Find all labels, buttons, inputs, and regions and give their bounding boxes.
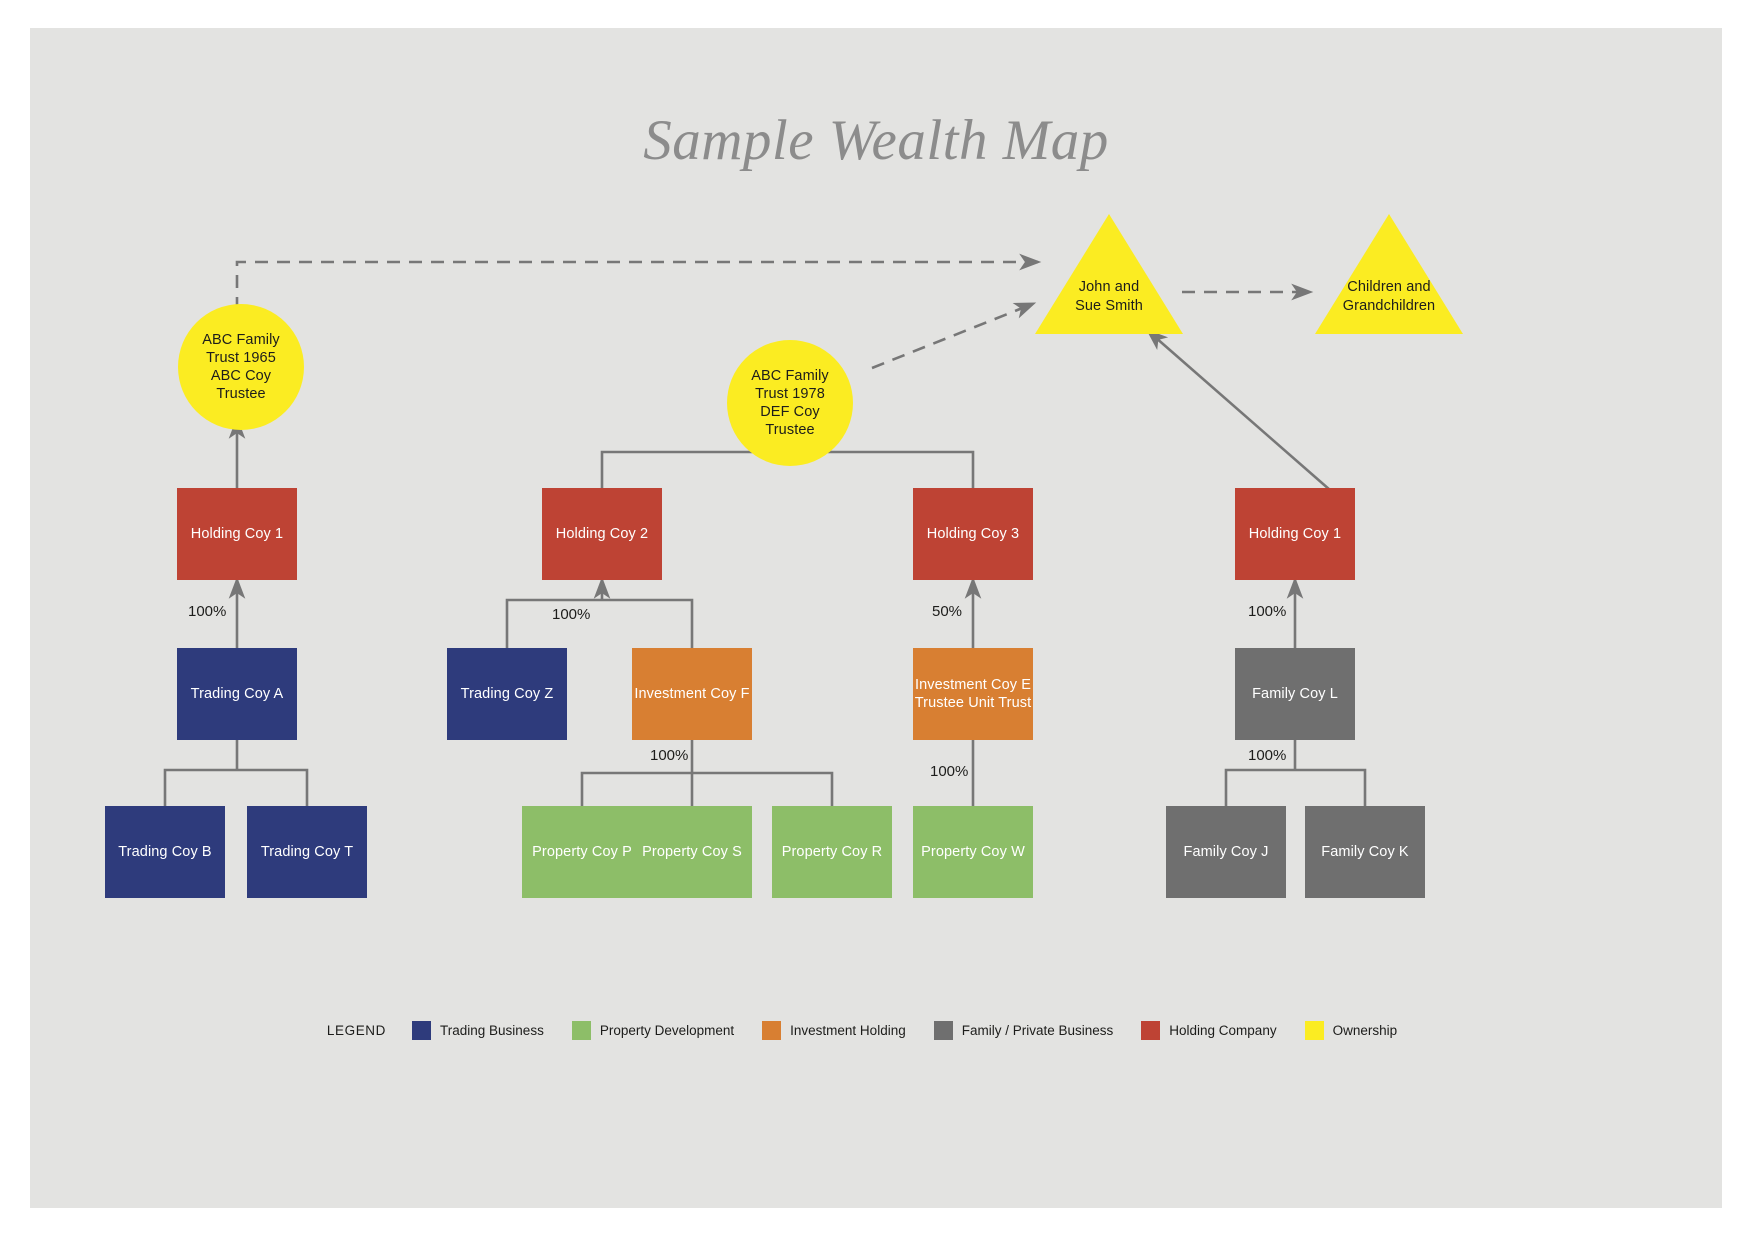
diagram-canvas: Sample Wealth Map	[30, 28, 1722, 1208]
investment-e-line-1: Investment Coy E	[914, 676, 1032, 693]
node-abc-family-trust-1965[interactable]: ABC Family Trust 1965 ABC Coy Trustee	[178, 304, 304, 430]
legend-swatch-trading-business	[412, 1021, 432, 1040]
node-trading-coy-z[interactable]: Trading Coy Z	[447, 648, 567, 740]
trust-1978-line-3: DEF Coy	[760, 404, 820, 420]
trust-1965-line-3: ABC Coy	[210, 368, 272, 384]
children-line-1: Children and	[1347, 279, 1431, 296]
legend-title: LEGEND	[326, 1023, 387, 1038]
legend-item-investment-holding: Investment Holding	[762, 1021, 906, 1040]
pct-family-jk-to-family-l: 100%	[1248, 747, 1287, 764]
node-property-coy-r[interactable]: Property Coy R	[772, 806, 892, 898]
legend-label-trading-business: Trading Business	[440, 1023, 544, 1038]
children-label: Children and Grandchildren	[1315, 232, 1463, 316]
trust-1965-line-4: Trustee	[216, 386, 266, 403]
john-sue-label: John and Sue Smith	[1035, 232, 1183, 316]
node-investment-coy-f[interactable]: Investment Coy F	[632, 648, 752, 740]
trust-1978-line-1: ABC Family	[751, 367, 829, 384]
legend-swatch-property-development	[571, 1021, 591, 1040]
legend-label-property-development: Property Development	[599, 1023, 735, 1038]
john-sue-line-2: Sue Smith	[1075, 298, 1143, 314]
legend-item-ownership: Ownership	[1304, 1021, 1398, 1040]
pct-property-w-to-investment-e: 100%	[930, 763, 969, 780]
triangle-icon	[1035, 214, 1183, 334]
children-line-2: Grandchildren	[1342, 298, 1436, 314]
pct-family-l-to-holding-1-right: 100%	[1248, 603, 1287, 620]
node-family-coy-k[interactable]: Family Coy K	[1305, 806, 1425, 898]
node-abc-family-trust-1978[interactable]: ABC Family Trust 1978 DEF Coy Trustee	[727, 340, 853, 466]
legend-item-holding-company: Holding Company	[1141, 1021, 1277, 1040]
pct-trading-z-inv-f-to-holding-2: 100%	[552, 606, 591, 623]
trust-1978-line-2: Trust 1978	[755, 385, 825, 402]
legend: LEGEND Trading Business Property Develop…	[30, 1021, 1722, 1040]
legend-label-ownership: Ownership	[1332, 1023, 1398, 1038]
pct-property-to-investment-f: 100%	[650, 747, 689, 764]
node-trading-coy-b[interactable]: Trading Coy B	[105, 806, 225, 898]
legend-swatch-family-private-business	[933, 1021, 953, 1040]
legend-swatch-ownership	[1304, 1021, 1324, 1040]
node-investment-coy-e[interactable]: Investment Coy E Trustee Unit Trust	[913, 648, 1033, 740]
trust-1978-line-4: Trustee	[765, 422, 815, 439]
node-holding-coy-1-right[interactable]: Holding Coy 1	[1235, 488, 1355, 580]
legend-label-family-private-business: Family / Private Business	[961, 1023, 1114, 1038]
triangle-icon	[1315, 214, 1463, 334]
legend-item-family-private-business: Family / Private Business	[933, 1021, 1114, 1040]
page-title: Sample Wealth Map	[643, 109, 1109, 172]
node-children-and-grandchildren[interactable]: Children and Grandchildren	[1315, 214, 1463, 334]
pct-trading-a-to-holding-1: 100%	[188, 603, 227, 620]
node-property-coy-w[interactable]: Property Coy W	[913, 806, 1033, 898]
pct-investment-e-to-holding-3: 50%	[932, 603, 963, 620]
node-family-coy-l[interactable]: Family Coy L	[1235, 648, 1355, 740]
node-holding-coy-1-left[interactable]: Holding Coy 1	[177, 488, 297, 580]
investment-e-line-2: Trustee Unit Trust	[914, 695, 1032, 711]
legend-label-investment-holding: Investment Holding	[790, 1023, 906, 1038]
node-family-coy-j[interactable]: Family Coy J	[1166, 806, 1286, 898]
node-holding-coy-2[interactable]: Holding Coy 2	[542, 488, 662, 580]
node-trading-coy-a[interactable]: Trading Coy A	[177, 648, 297, 740]
node-property-coy-s[interactable]: Property Coy S	[632, 806, 752, 898]
node-john-and-sue-smith[interactable]: John and Sue Smith	[1035, 214, 1183, 334]
legend-swatch-holding-company	[1141, 1021, 1161, 1040]
john-sue-line-1: John and	[1078, 279, 1140, 296]
legend-swatch-investment-holding	[762, 1021, 782, 1040]
trust-1965-line-1: ABC Family	[202, 331, 280, 348]
legend-item-property-development: Property Development	[571, 1021, 735, 1040]
legend-item-trading-business: Trading Business	[412, 1021, 544, 1040]
legend-label-holding-company: Holding Company	[1169, 1023, 1277, 1038]
node-holding-coy-3[interactable]: Holding Coy 3	[913, 488, 1033, 580]
node-trading-coy-t[interactable]: Trading Coy T	[247, 806, 367, 898]
trust-1965-line-2: Trust 1965	[206, 349, 276, 366]
node-property-coy-p[interactable]: Property Coy P	[522, 806, 642, 898]
